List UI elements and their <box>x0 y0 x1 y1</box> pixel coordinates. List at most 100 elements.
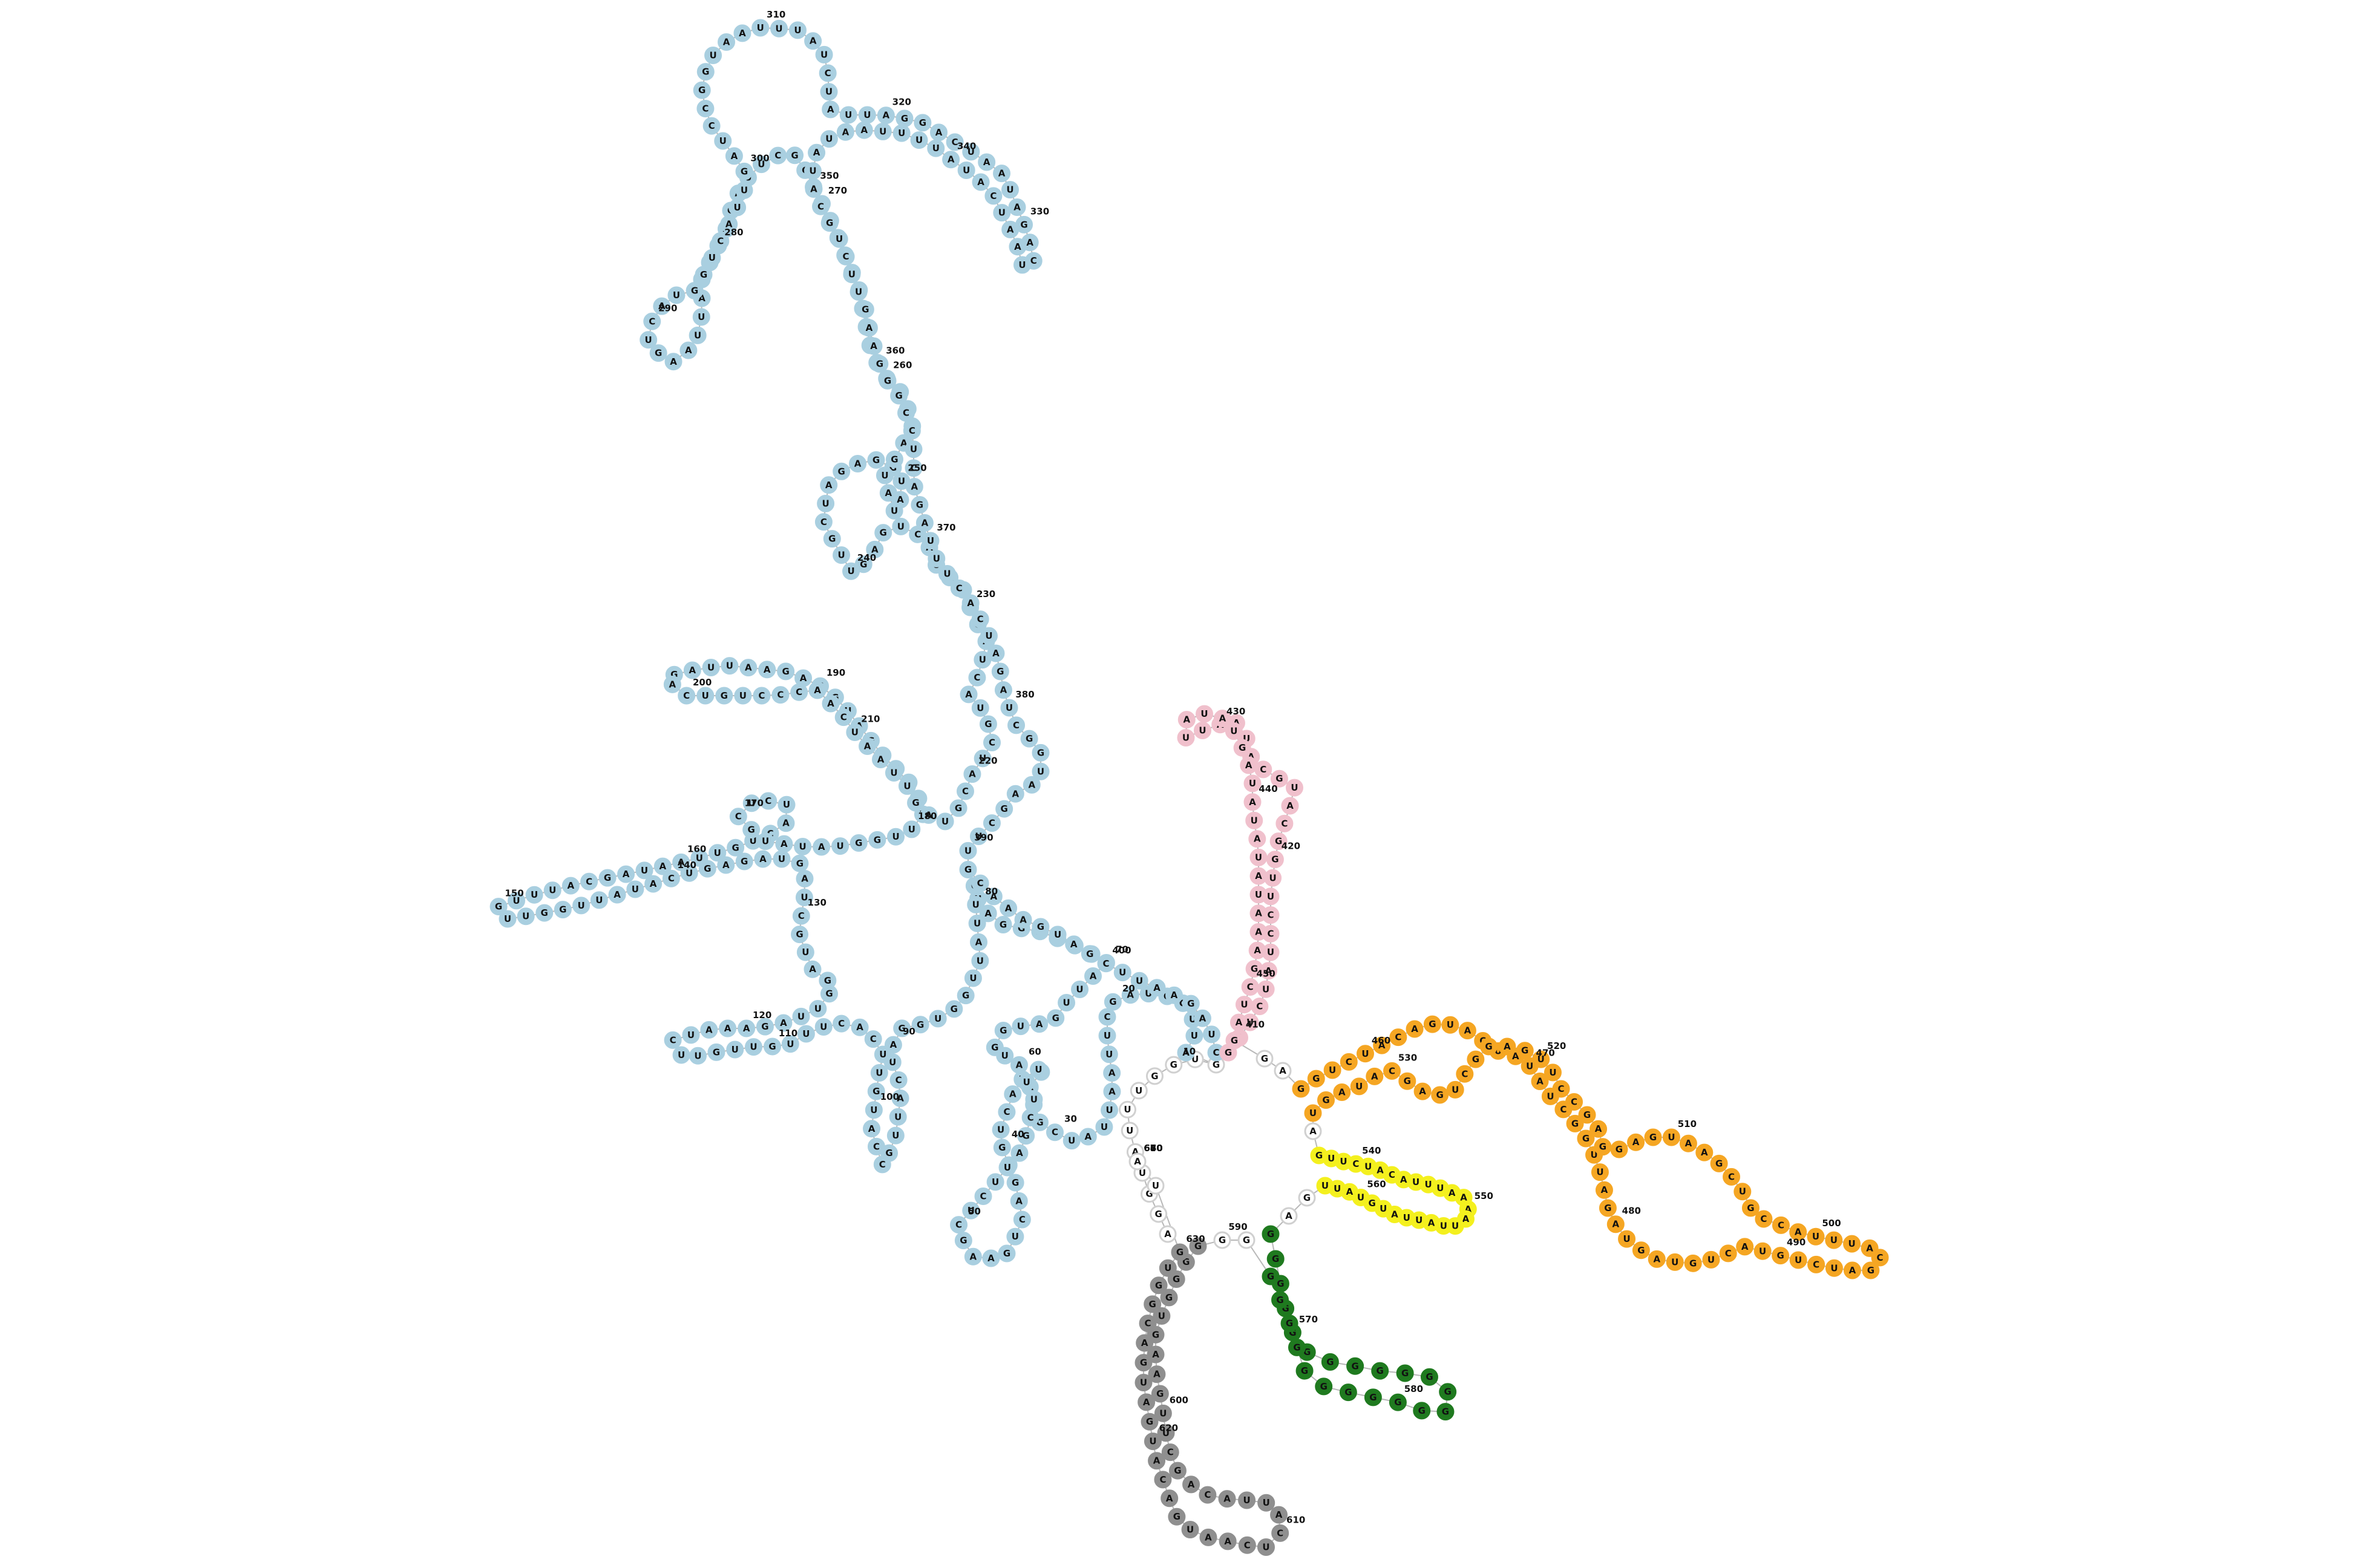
nucleotide: A <box>804 960 822 978</box>
nucleotide-letter: U <box>1136 975 1143 986</box>
nucleotide-letter: A <box>1245 760 1252 771</box>
position-label: 550 <box>1475 1191 1493 1201</box>
nucleotide: U <box>1243 774 1262 792</box>
nucleotide: U <box>1734 1183 1752 1201</box>
nucleotide-letter: G <box>1368 1198 1375 1209</box>
nucleotide: G <box>867 451 885 469</box>
nucleotide-circle <box>823 530 841 548</box>
nucleotide-circle <box>1153 1307 1171 1325</box>
nucleotide-circle <box>1436 1403 1455 1421</box>
position-label: 370 <box>937 522 955 533</box>
nucleotide-letter: G <box>998 1142 1006 1153</box>
nucleotide-letter: G <box>1000 1025 1007 1036</box>
nucleotide-letter: A <box>1428 1217 1435 1228</box>
nucleotide-letter: A <box>1265 965 1272 976</box>
nucleotide: U <box>1029 1060 1047 1079</box>
nucleotide-letter: C <box>825 68 831 79</box>
nucleotide: C <box>753 687 771 705</box>
nucleotide-circle <box>1280 1207 1298 1225</box>
nucleotide-letter: G <box>880 528 887 538</box>
nucleotide-circle <box>635 861 653 880</box>
nucleotide: G <box>1431 1086 1449 1104</box>
position-label: 210 <box>861 713 880 724</box>
nucleotide: C <box>769 146 787 165</box>
nucleotide-circle <box>946 133 964 151</box>
nucleotide-letter: C <box>838 1018 845 1029</box>
nucleotide: G <box>1266 1250 1285 1268</box>
nucleotide-circle <box>831 837 850 855</box>
nucleotide: U <box>692 308 710 326</box>
nucleotide: G <box>1171 1243 1189 1261</box>
nucleotide: U <box>770 19 788 38</box>
nucleotide-letter: G <box>1146 1416 1153 1427</box>
nucleotide-circle <box>718 33 736 51</box>
nucleotide: G <box>791 854 809 872</box>
nucleotide-letter: C <box>586 876 592 887</box>
nucleotide-letter: A <box>868 1123 876 1134</box>
nucleotide: G <box>1599 1199 1617 1217</box>
nucleotide: G <box>890 387 908 405</box>
nucleotide-letter: A <box>1084 1131 1092 1142</box>
nucleotide: C <box>1271 1524 1289 1542</box>
nucleotide-circle <box>517 907 535 926</box>
nucleotide-letter: G <box>1020 219 1027 230</box>
nucleotide: A <box>1240 756 1258 774</box>
nucleotide: G <box>707 1043 725 1061</box>
nucleotide-circle <box>1193 1009 1211 1027</box>
position-label: 360 <box>886 345 905 356</box>
nucleotide-letter: U <box>890 767 897 778</box>
nucleotide: A <box>1199 1528 1217 1546</box>
nucleotide-letter: A <box>827 104 834 115</box>
nucleotide-letter: C <box>840 712 847 723</box>
nucleotide-letter: G <box>1616 1144 1623 1155</box>
nucleotide-circle <box>938 565 956 583</box>
nucleotide-circle <box>994 681 1012 699</box>
nucleotide-letter: G <box>828 534 836 544</box>
nucleotide: C <box>1254 760 1272 779</box>
nucleotide: G <box>1364 1388 1382 1406</box>
nucleotide-circle <box>1340 1053 1358 1071</box>
nucleotide-circle <box>1285 779 1303 797</box>
nucleotide: U <box>744 1038 762 1056</box>
nucleotide: G <box>1577 1129 1595 1148</box>
nucleotide-letter: U <box>1001 1050 1009 1061</box>
nucleotide-letter: C <box>989 818 995 829</box>
nucleotide-letter: U <box>1158 1310 1165 1321</box>
nucleotide-circle <box>1373 1036 1391 1054</box>
nucleotide-circle <box>851 1018 869 1036</box>
position-label: 190 <box>827 667 845 678</box>
nucleotide-letter: C <box>1267 928 1274 939</box>
nucleotide-circle <box>1825 1231 1843 1249</box>
nucleotide-letter: A <box>743 1023 750 1034</box>
nucleotide-letter: U <box>979 753 986 764</box>
nucleotide-circle <box>1238 1536 1256 1554</box>
nucleotide: U <box>1147 1177 1165 1195</box>
nucleotide-circle <box>696 63 715 81</box>
nucleotide: A <box>1004 1085 1022 1103</box>
nucleotide-circle <box>972 173 990 191</box>
nucleotide: A <box>733 24 751 42</box>
nucleotide-circle <box>879 371 897 390</box>
nucleotide: G <box>1315 1377 1333 1396</box>
nucleotide: G <box>535 904 554 922</box>
nucleotide-circle <box>836 123 854 141</box>
nucleotide-letter: A <box>827 698 834 709</box>
nucleotide: U <box>1159 1259 1177 1277</box>
nucleotide-circle <box>700 1021 718 1039</box>
nucleotide-letter: A <box>1036 1019 1043 1030</box>
nucleotide-circle <box>1150 1205 1168 1223</box>
nucleotide-circle <box>1248 830 1266 848</box>
nucleotide-letter: U <box>967 146 975 157</box>
nucleotide: C <box>1275 814 1294 832</box>
nucleotide-circle <box>759 792 778 810</box>
nucleotide: U <box>1181 1521 1199 1539</box>
nucleotide: A <box>1121 986 1139 1004</box>
nucleotide-letter: U <box>1255 852 1262 863</box>
nucleotide: G <box>1371 1362 1389 1380</box>
nucleotide-circle <box>690 849 709 867</box>
nucleotide-circle <box>1861 1239 1879 1257</box>
nucleotide-letter: A <box>1153 982 1161 993</box>
nucleotide-letter: U <box>762 836 769 847</box>
nucleotide-letter: U <box>847 566 854 577</box>
nucleotide-letter: U <box>1135 1085 1142 1096</box>
